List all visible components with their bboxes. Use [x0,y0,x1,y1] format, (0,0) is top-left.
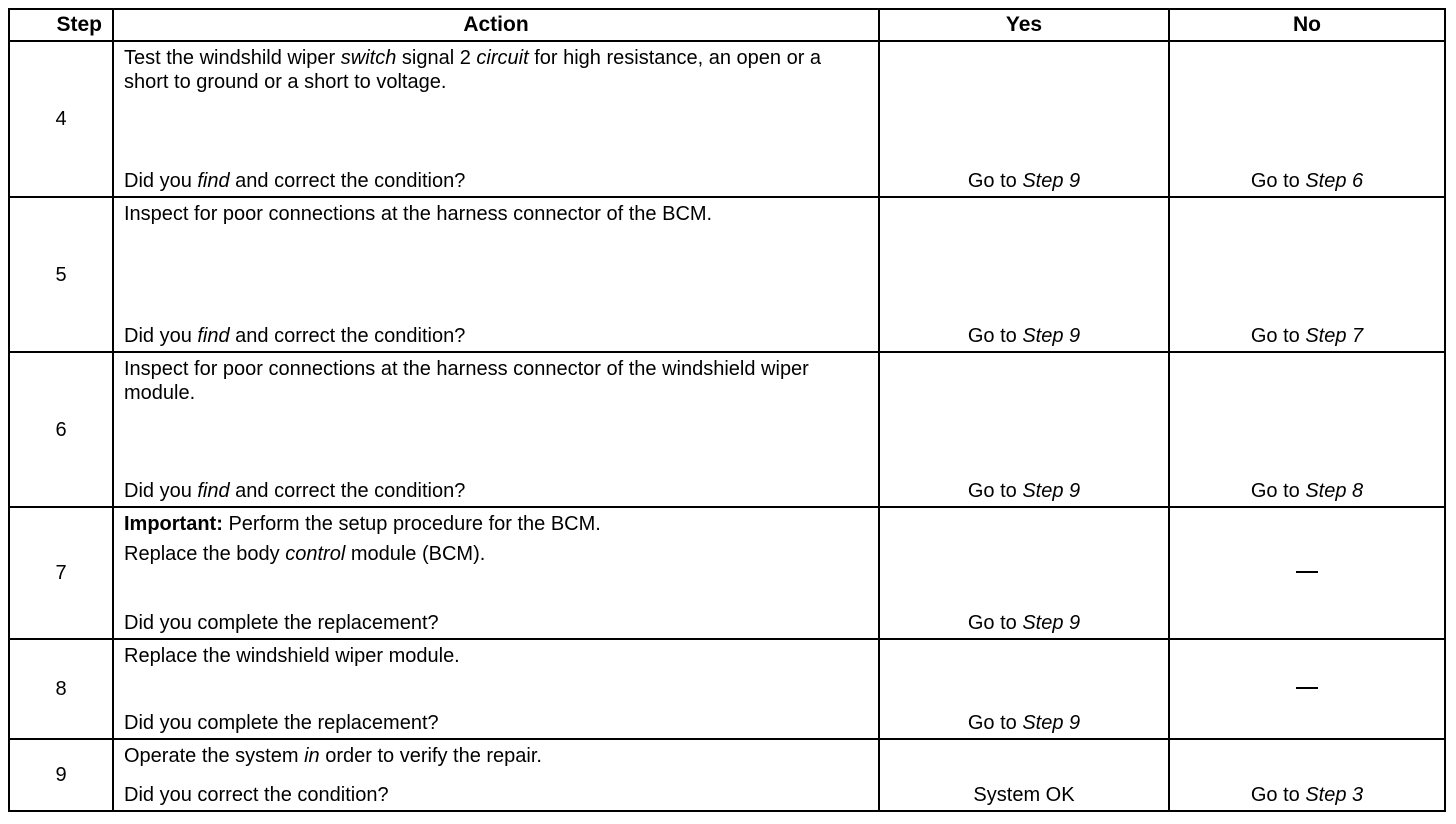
action-text: Replace the windshield wiper module. [124,645,460,667]
action-cell: Test the windshild wiper switch signal 2… [112,40,880,198]
action-text: Replace the body control module (BCM). [124,543,486,565]
yes-cell: Go to Step 9 [878,506,1170,640]
no-cell: Go to Step 7 [1168,196,1446,353]
no-cell: Go to Step 8 [1168,351,1446,508]
action-question: Did you find and correct the condition? [124,170,466,192]
table-row: 9 Operate the system in order to verify … [8,738,1446,812]
action-text: Inspect for poor connections at the harn… [124,358,809,404]
no-cell [1168,506,1446,640]
no-cell: Go to Step 3 [1168,738,1446,812]
action-cell: Inspect for poor connections at the harn… [112,196,880,353]
header-action: Action [112,8,880,42]
step-number: 5 [8,196,114,353]
dash-icon [1296,571,1318,574]
yes-cell: Go to Step 9 [878,40,1170,198]
action-text: Operate the system in order to verify th… [124,745,542,767]
important-note: Important: Perform the setup procedure f… [124,513,601,535]
table-row: 7 Important: Perform the setup procedure… [8,506,1446,640]
yes-cell: System OK [878,738,1170,812]
action-question: Did you correct the condition? [124,784,389,806]
table-row: 8 Replace the windshield wiper module. D… [8,638,1446,740]
action-cell: Important: Perform the setup procedure f… [112,506,880,640]
step-number: 4 [8,40,114,198]
yes-cell: Go to Step 9 [878,351,1170,508]
yes-cell: Go to Step 9 [878,638,1170,740]
action-question: Did you complete the replacement? [124,612,439,634]
action-cell: Replace the windshield wiper module. Did… [112,638,880,740]
table-row: 6 Inspect for poor connections at the ha… [8,351,1446,508]
action-question: Did you complete the replacement? [124,712,439,734]
header-row: Step Action Yes No [8,8,1446,42]
action-question: Did you find and correct the condition? [124,325,466,347]
header-yes: Yes [878,8,1170,42]
table-row: 5 Inspect for poor connections at the ha… [8,196,1446,353]
action-text: Inspect for poor connections at the harn… [124,203,713,225]
header-step: Step [8,8,114,42]
step-number: 6 [8,351,114,508]
diagnostic-table: Step Action Yes No 4 Test the windshild … [8,8,1446,812]
step-number: 7 [8,506,114,640]
step-number: 9 [8,738,114,812]
yes-cell: Go to Step 9 [878,196,1170,353]
table-row: 4 Test the windshild wiper switch signal… [8,40,1446,198]
dash-icon [1296,687,1318,690]
action-cell: Operate the system in order to verify th… [112,738,880,812]
header-no: No [1168,8,1446,42]
step-number: 8 [8,638,114,740]
action-text: Test the windshild wiper switch signal 2… [124,47,822,93]
no-cell: Go to Step 6 [1168,40,1446,198]
action-question: Did you find and correct the condition? [124,480,466,502]
action-cell: Inspect for poor connections at the harn… [112,351,880,508]
no-cell [1168,638,1446,740]
